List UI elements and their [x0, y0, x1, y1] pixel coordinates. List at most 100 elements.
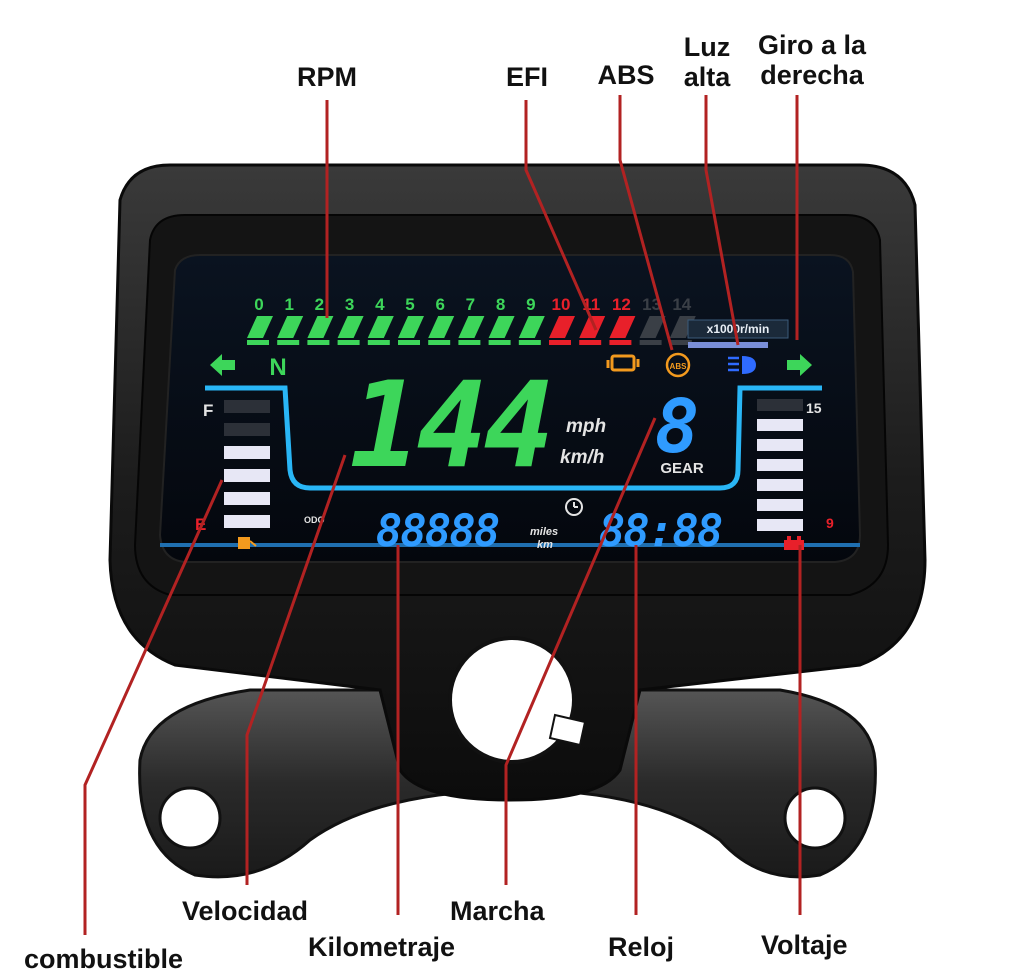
callout-high-beam-line1: Luz — [683, 32, 731, 62]
rpm-tick-label: 7 — [466, 295, 475, 314]
rpm-tick-label: 5 — [405, 295, 414, 314]
rpm-bar-segment — [579, 316, 606, 338]
callout-odometer: Kilometraje — [308, 932, 456, 962]
rpm-bar-segment — [247, 316, 273, 338]
clock-icon — [565, 498, 583, 516]
rpm-bar-segment — [277, 316, 304, 338]
rpm-bar-base — [398, 340, 420, 345]
rpm-tick-label: 8 — [496, 295, 505, 314]
rpm-tick-label: 2 — [315, 295, 324, 314]
rpm-tick-label: 12 — [612, 295, 631, 314]
lcd-frame-line — [205, 385, 822, 491]
voltage-bar — [757, 439, 803, 451]
abs-icon: ABS — [665, 352, 691, 378]
leader-gear — [504, 417, 657, 885]
rpm-bar-base — [307, 340, 330, 345]
leader-efi — [524, 100, 598, 331]
voltage-bar — [757, 419, 803, 431]
rpm-bar-base — [549, 340, 571, 345]
rpm-tick-label: 10 — [552, 295, 571, 314]
rpm-bar-base — [579, 340, 602, 345]
fuel-bar — [224, 492, 270, 505]
rpm-bar-base — [458, 340, 481, 345]
rpm-bar-segment — [639, 316, 666, 338]
rpm-bar-segment — [458, 316, 485, 338]
fuel-bar — [224, 446, 270, 459]
rpm-tick-label: 13 — [642, 295, 661, 314]
rpm-unit-label: x1000r/min — [707, 322, 770, 336]
callout-turn-right-line1: Giro a la — [757, 30, 867, 60]
rpm-bar-segment — [398, 316, 424, 338]
voltage-max-label: 15 — [806, 400, 822, 416]
rpm-bar-base — [247, 340, 269, 345]
svg-text:ABS: ABS — [670, 362, 688, 371]
rpm-bar-base — [488, 340, 511, 345]
voltage-bar — [757, 479, 803, 491]
callout-voltage: Voltaje — [761, 930, 848, 960]
voltage-min-label: 9 — [826, 515, 834, 531]
gear-label: GEAR — [660, 460, 704, 477]
voltage-bar — [757, 399, 803, 411]
rpm-bar-base — [639, 340, 662, 345]
rpm-bar-base — [367, 340, 390, 345]
rpm-bar-segment — [428, 316, 455, 338]
odo-unit-miles: miles — [530, 526, 558, 538]
odo-unit-km: km — [537, 539, 553, 551]
right-mount-hole — [783, 786, 847, 850]
rpm-bar-graph — [247, 316, 696, 345]
left-mount-hole — [158, 786, 222, 850]
rpm-tick-label: 3 — [345, 295, 354, 314]
callout-turn-right-line2: derecha — [760, 60, 864, 90]
callout-clock: Reloj — [608, 932, 675, 962]
leader-fuel — [83, 479, 224, 935]
rpm-tick-label: 0 — [254, 295, 263, 314]
rpm-bar-base — [669, 340, 692, 345]
left-turn-icon — [210, 354, 235, 376]
leader-high-beam — [704, 95, 740, 346]
rpm-bar-segment — [367, 316, 394, 338]
callout-high-beam-line2: alta — [683, 62, 731, 92]
odometer-readout: 88888 — [376, 506, 499, 557]
rpm-tick-label: 6 — [435, 295, 444, 314]
rpm-bar-segment — [337, 316, 364, 338]
rpm-bar-segment — [609, 316, 636, 338]
speed-unit-kmh: km/h — [560, 447, 604, 468]
neutral-indicator: N — [269, 354, 286, 381]
fuel-bar — [224, 515, 270, 528]
rpm-bar-base — [609, 340, 632, 345]
battery-icon — [784, 536, 804, 550]
fuel-gauge-bars — [224, 400, 270, 528]
rpm-bar-segment — [488, 316, 515, 338]
speed-readout: 144 — [349, 356, 550, 494]
gear-readout: 8 — [655, 384, 700, 470]
stem-hole — [448, 636, 576, 764]
leader-speed — [245, 454, 347, 885]
rpm-tick-label: 1 — [284, 295, 293, 314]
fuel-bar — [224, 423, 270, 436]
callout-rpm: RPM — [297, 62, 357, 92]
fuel-bar — [224, 400, 270, 413]
callout-gear: Marcha — [450, 896, 545, 926]
speed-unit-mph: mph — [566, 416, 606, 437]
rpm-bar-base — [277, 340, 300, 345]
rpm-bar-base — [337, 340, 360, 345]
right-turn-icon — [787, 354, 812, 376]
voltage-gauge-bars — [757, 399, 803, 531]
fuel-pump-icon — [238, 537, 257, 549]
voltage-bar — [757, 499, 803, 511]
callout-speed: Velocidad — [182, 896, 309, 926]
leader-lines — [83, 95, 802, 935]
fuel-full-label: F — [203, 401, 213, 420]
odo-label: ODO — [304, 515, 325, 525]
rpm-bar-segment — [549, 316, 575, 338]
rpm-tick-label: 9 — [526, 295, 535, 314]
clock-readout: 88:88 — [599, 506, 722, 557]
rpm-bar-base — [518, 340, 541, 345]
fuel-bar — [224, 469, 270, 482]
voltage-bar — [757, 459, 803, 471]
efi-engine-icon — [606, 354, 640, 372]
rpm-bar-segment — [518, 316, 545, 338]
rpm-bar-base — [428, 340, 451, 345]
